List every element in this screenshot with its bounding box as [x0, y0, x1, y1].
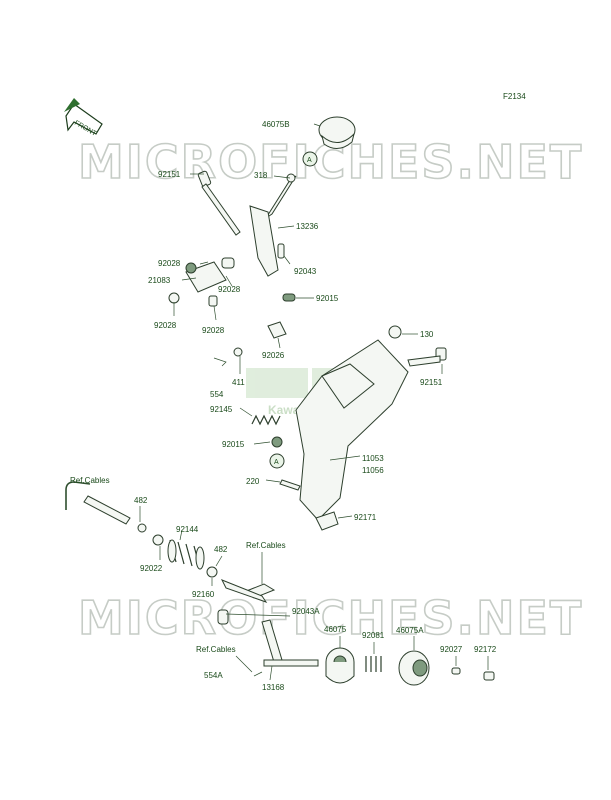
- bolt-220: [279, 479, 301, 491]
- washer-411: [233, 347, 243, 357]
- pedal-46075: [325, 647, 355, 684]
- label-482-a: 482: [134, 496, 148, 505]
- label-13236: 13236: [296, 222, 319, 231]
- label-92171: 92171: [354, 513, 377, 522]
- label-11053: 11053: [362, 454, 384, 463]
- label-92151-mid: 92151: [420, 378, 443, 387]
- front-direction-tag: FRONT: [64, 98, 103, 138]
- label-92160: 92160: [192, 590, 215, 599]
- holder-21083: [168, 257, 235, 307]
- label-46075a: 46075A: [396, 626, 424, 635]
- label-220: 220: [246, 477, 260, 486]
- ref-marker-a-lower: A: [269, 453, 285, 469]
- label-92145: 92145: [210, 405, 233, 414]
- label-92026: 92026: [262, 351, 285, 360]
- knob-46075b: [318, 116, 356, 149]
- washer-92160: [206, 566, 218, 578]
- label-411: 411: [232, 378, 245, 387]
- page-code: F2134: [503, 92, 526, 101]
- link-plate: [220, 579, 276, 603]
- label-ref-cables-2: Ref.Cables: [246, 541, 286, 550]
- label-92043: 92043: [294, 267, 317, 276]
- label-92028-d: 92028: [202, 326, 225, 335]
- pin-554a: [253, 671, 263, 677]
- label-92027: 92027: [440, 645, 463, 654]
- spring-92144: [167, 539, 205, 570]
- label-92028-b: 92028: [218, 285, 241, 294]
- bushing-92015-lower: [271, 436, 283, 448]
- bracket-11053: [295, 325, 447, 521]
- label-46075: 46075: [324, 625, 347, 634]
- label-482-b: 482: [214, 545, 228, 554]
- label-13168: 13168: [262, 683, 285, 692]
- spring-92145: [251, 414, 281, 426]
- label-92022: 92022: [140, 564, 163, 573]
- label-92081: 92081: [362, 631, 385, 640]
- label-92028-c: 92028: [154, 321, 177, 330]
- watermark-bottom: MICROFICHES.NET: [78, 591, 583, 645]
- bolt-92172: [483, 671, 495, 681]
- ref-marker-a-upper: A: [302, 151, 318, 167]
- label-92172: 92172: [474, 645, 497, 654]
- shift-lever: [249, 173, 297, 277]
- clip-92171: [315, 511, 339, 531]
- cap-46075a: [398, 650, 430, 686]
- spring-92081: [365, 656, 382, 672]
- label-554a: 554A: [204, 671, 223, 680]
- bolt-92151-top: [197, 170, 241, 236]
- label-92015-b: 92015: [222, 440, 245, 449]
- label-92151-top: 92151: [158, 170, 181, 179]
- bushing-92015-upper: [282, 293, 296, 302]
- leader-lines: [139, 123, 489, 681]
- pin-554: [213, 357, 227, 367]
- label-92144: 92144: [176, 525, 199, 534]
- label-ref-cables-1: Ref.Cables: [70, 476, 110, 485]
- label-92043a: 92043A: [292, 607, 320, 616]
- cable-end: [65, 481, 147, 533]
- collar-92043: [277, 243, 285, 259]
- bolt-92027: [451, 667, 461, 675]
- label-21083: 21083: [148, 276, 171, 285]
- svg-text:A: A: [307, 157, 312, 164]
- washer-92022: [152, 534, 164, 546]
- label-46075b: 46075B: [262, 120, 290, 129]
- clip-92026: [267, 321, 287, 339]
- part-labels: 46075B 92151 318 13236 92028 21083 92028…: [70, 120, 497, 692]
- collar-92043a: [217, 609, 229, 625]
- pedal-arm-13168: [261, 619, 319, 667]
- label-ref-cables-3: Ref.Cables: [196, 645, 236, 654]
- label-11056: 11056: [362, 466, 384, 475]
- label-318: 318: [254, 171, 268, 180]
- label-554: 554: [210, 390, 224, 399]
- svg-text:A: A: [274, 459, 279, 466]
- label-92028-a: 92028: [158, 259, 181, 268]
- label-130: 130: [420, 330, 434, 339]
- label-92015-a: 92015: [316, 294, 339, 303]
